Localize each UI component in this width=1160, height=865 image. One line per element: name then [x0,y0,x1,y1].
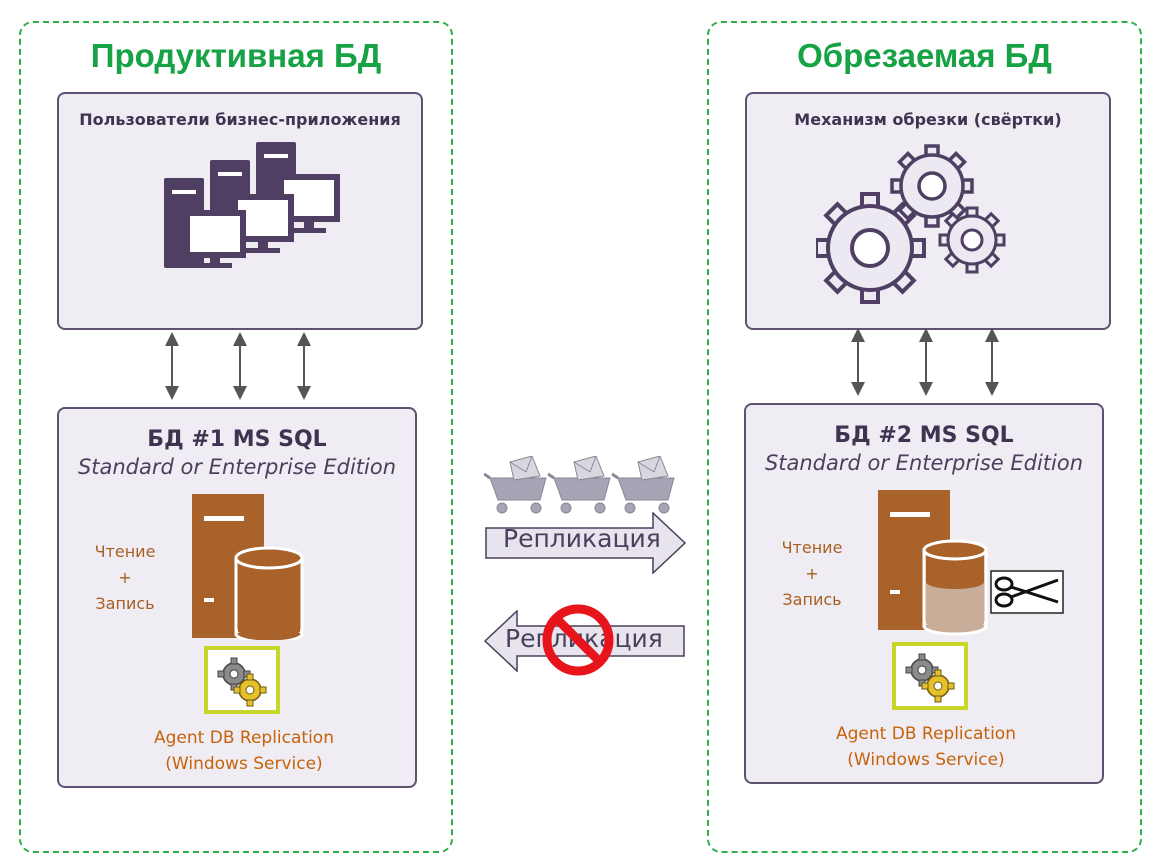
forbidden-icon [542,604,614,676]
right-panel-title: Обрезаемая БД [797,37,1052,74]
replication-forward-arrow [485,512,687,574]
db2-edition: Standard or Enterprise Edition [764,451,1084,475]
left-panel: Продуктивная БД [19,21,453,853]
db2-agent-label: Agent DB Replication (Windows Service) [836,724,1016,770]
truncation-box-title: Механизм обрезки (свёртки) [794,110,1062,129]
database-icon [234,546,304,640]
right-panel: Обрезаемая БД [707,21,1142,853]
db1-edition: Standard or Enterprise Edition [77,455,397,479]
truncated-database-icon [922,539,988,636]
server-icon [192,494,304,640]
agent-gears-icon [204,646,280,714]
left-double-arrows-icon [165,332,311,400]
computers-icon [164,142,340,268]
carts-icon [484,456,675,514]
agent-gears-icon-right [892,642,968,710]
left-panel-title: Продуктивная БД [90,37,382,74]
replication-forward-label: Репликация [503,524,661,553]
gears-icon [816,144,1006,304]
db1-read-write-label: Чтение + Запись [94,542,156,613]
db2-title: БД #2 MS SQL [834,423,1014,448]
db1-title: БД #1 MS SQL [147,427,327,452]
scissors-icon [990,570,1064,614]
db2-read-write-label: Чтение + Запись [781,538,843,609]
db1-agent-label: Agent DB Replication (Windows Service) [154,728,334,774]
db1-box: БД #1 MS SQL Standard or Enterprise Edit… [57,407,417,788]
users-box-title: Пользователи бизнес-приложения [79,110,401,129]
right-double-arrows-icon [851,328,999,396]
truncated-server-icon [878,490,988,636]
